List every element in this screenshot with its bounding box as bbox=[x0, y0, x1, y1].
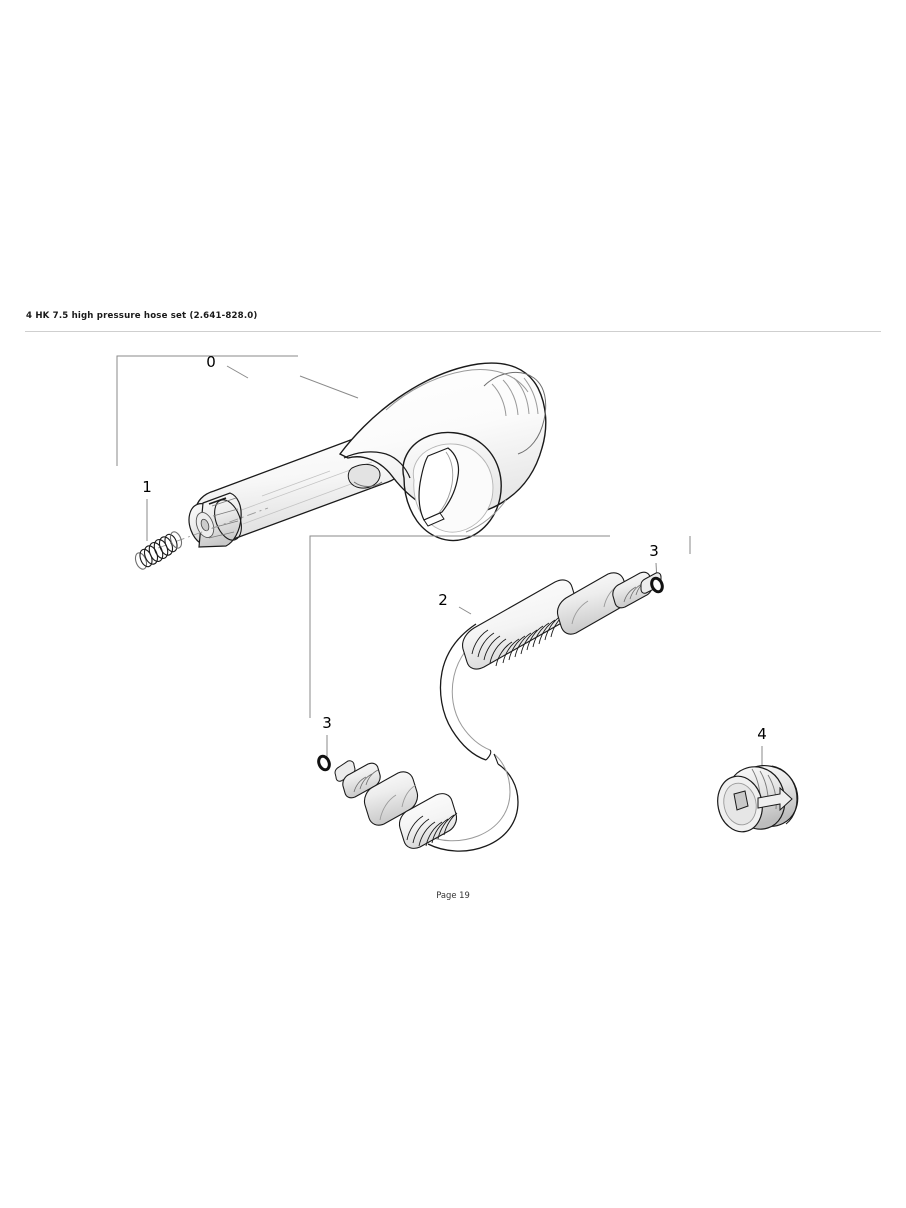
gun-inlet-fitting bbox=[188, 492, 242, 548]
leader-callout-3-upper bbox=[655, 536, 691, 582]
o-ring-upper bbox=[650, 576, 664, 594]
hose-lower-strain-relief bbox=[398, 793, 458, 849]
leader-callout-0 bbox=[116, 355, 359, 466]
callout-label-3-lower: 3 bbox=[322, 714, 332, 732]
part-quick-coupling bbox=[717, 765, 799, 833]
callout-label-3-upper: 3 bbox=[649, 542, 659, 560]
hose-lower-fitting bbox=[334, 760, 419, 826]
hose-upper-fitting bbox=[556, 571, 662, 635]
part-trigger-gun bbox=[157, 362, 547, 549]
leader-callout-2 bbox=[309, 535, 610, 718]
title-divider bbox=[25, 331, 881, 332]
part-high-pressure-hose bbox=[317, 571, 664, 852]
callout-label-4: 4 bbox=[757, 725, 767, 743]
o-ring-lower bbox=[317, 754, 331, 772]
callout-label-2: 2 bbox=[438, 591, 448, 609]
hose-upper-strain-relief bbox=[462, 579, 577, 670]
page-footer: Page 19 bbox=[436, 890, 470, 900]
callout-label-0: 0 bbox=[206, 353, 216, 371]
page-title: 4 HK 7.5 high pressure hose set (2.641-8… bbox=[26, 311, 258, 321]
parts-diagram-figure: 0 1 bbox=[0, 336, 906, 856]
callout-label-1: 1 bbox=[142, 478, 152, 496]
part-coil-spring bbox=[134, 531, 183, 570]
